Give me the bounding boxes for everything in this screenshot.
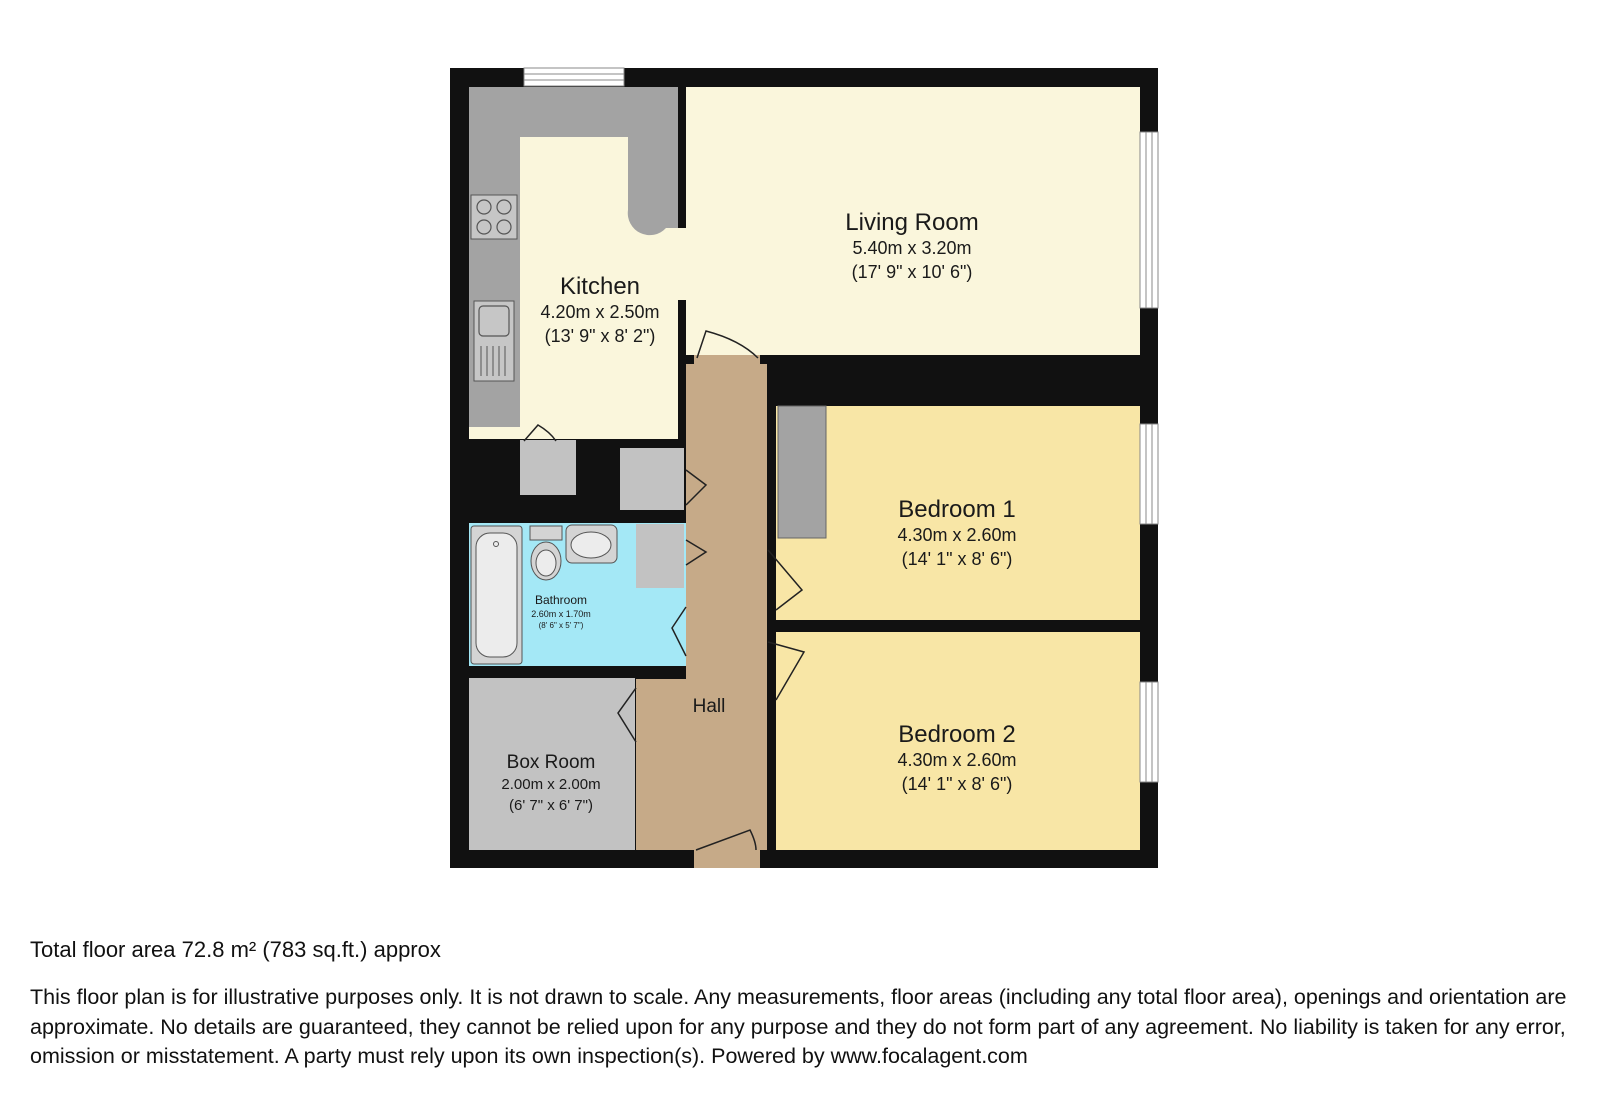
living-room-label: Living Room <box>845 209 978 236</box>
toilet-cistern <box>529 525 563 541</box>
kitchen-worktop <box>469 87 678 427</box>
box-room-dimensions-imperial: (6' 7" x 6' 7") <box>509 797 593 814</box>
hob-ring <box>496 199 512 215</box>
sink-icon <box>473 300 515 382</box>
hall-label: Hall <box>693 696 726 717</box>
window <box>523 67 625 87</box>
sink-bowl <box>478 305 510 337</box>
hob-ring <box>496 219 512 235</box>
disclaimer-text: This floor plan is for illustrative purp… <box>30 985 1567 1068</box>
bathroom-dimensions: 2.60m x 1.70m <box>531 609 591 619</box>
bathroom-floor <box>469 523 686 666</box>
bedroom-2-label: Bedroom 2 <box>898 721 1015 748</box>
washbasin-bowl <box>570 531 612 559</box>
bedroom-2-floor <box>776 632 1140 850</box>
bedroom-2-dimensions: 4.30m x 2.60m <box>897 750 1016 770</box>
bathroom-dimensions-imperial: (8' 6" x 5' 7") <box>539 621 584 630</box>
total-floor-area: Total floor area 72.8 m² (783 sq.ft.) ap… <box>30 937 441 962</box>
box-room-label: Box Room <box>507 752 596 773</box>
cupboard <box>620 448 684 510</box>
bathroom-label: Bathroom <box>535 593 587 607</box>
bedroom-1-dimensions: 4.30m x 2.60m <box>897 525 1016 545</box>
floor-plan: Living Room 5.40m x 3.20m (17' 9" x 10' … <box>450 67 1159 868</box>
box-room-dimensions: 2.00m x 2.00m <box>501 776 600 793</box>
cupboard <box>520 440 576 495</box>
window <box>1139 131 1159 309</box>
living-room-dimensions-imperial: (17' 9" x 10' 6") <box>852 262 973 282</box>
bedroom-1-dimensions-imperial: (14' 1" x 8' 6") <box>902 549 1013 569</box>
toilet-seat <box>535 549 557 577</box>
living-room-floor <box>686 87 1140 355</box>
door-swings <box>523 228 806 868</box>
bedroom-1-floor <box>776 406 1140 620</box>
cupboard <box>636 524 684 588</box>
kitchen-label: Kitchen <box>560 273 640 300</box>
hob-ring <box>476 199 492 215</box>
window <box>1139 423 1159 525</box>
bedroom-2-dimensions-imperial: (14' 1" x 8' 6") <box>902 774 1013 794</box>
drainer-icon <box>480 346 506 376</box>
kitchen-dimensions: 4.20m x 2.50m <box>540 302 659 322</box>
box-room-floor <box>469 678 635 850</box>
bath-drain <box>493 541 499 547</box>
hob-ring <box>476 219 492 235</box>
kitchen-dimensions-imperial: (13' 9" x 8' 2") <box>545 326 656 346</box>
bedroom-1-label: Bedroom 1 <box>898 496 1015 523</box>
window <box>1139 681 1159 783</box>
wardrobe <box>777 405 827 539</box>
bathtub-basin <box>475 532 518 658</box>
living-room-dimensions: 5.40m x 3.20m <box>852 238 971 258</box>
hall-floor-lower <box>636 679 767 850</box>
hob-icon <box>470 194 518 240</box>
